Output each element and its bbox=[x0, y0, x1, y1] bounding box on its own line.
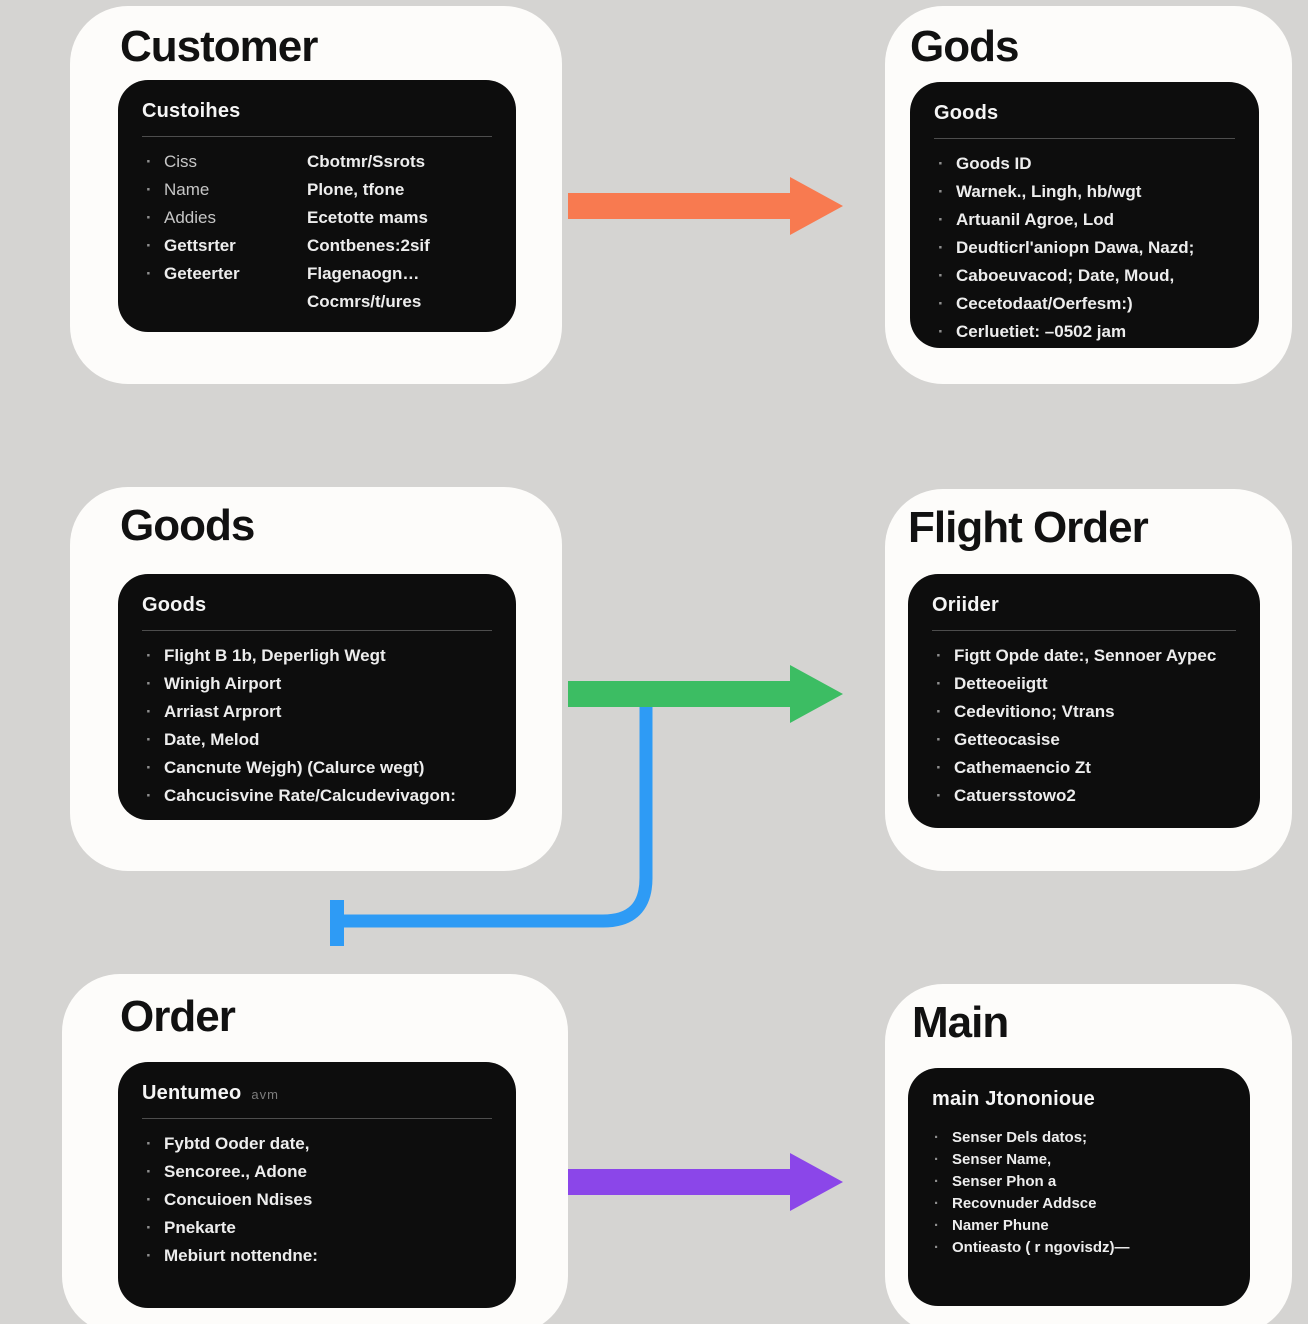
connector-endcap bbox=[330, 900, 344, 946]
entity-box-header-text: Oriider bbox=[932, 594, 999, 616]
entity-box-order: Uentumeo avm Fybtd Ooder date,Sencoree., … bbox=[118, 1062, 516, 1308]
field-item: Flagenaogn… bbox=[307, 264, 420, 283]
field-item: Name bbox=[142, 176, 307, 204]
field-item: Senser Dels datos; bbox=[932, 1127, 1226, 1149]
field-item: Concuioen Ndises bbox=[142, 1186, 492, 1214]
card-title: Order bbox=[120, 992, 236, 1041]
field-item: Ciss bbox=[142, 148, 307, 176]
field-item: Gettsrter bbox=[142, 232, 307, 260]
entity-box-gods: Goods Goods IDWarnek., Lingh, hb/wgtArtu… bbox=[910, 82, 1259, 348]
card-main: Main main Jtononioue Senser Dels datos;S… bbox=[885, 984, 1292, 1324]
field-item: Cerluetiet: –0502 jam bbox=[934, 318, 1235, 346]
entity-box-goods: Goods Flight B 1b, Deperligh WegtWinigh … bbox=[118, 574, 516, 820]
entity-box-header-text: Custoihes bbox=[142, 100, 241, 122]
entity-box-header: Goods bbox=[142, 594, 492, 617]
field-item: Sencoree., Adone bbox=[142, 1158, 492, 1186]
field-item: Cancnute Wejgh) (Calurce wegt) bbox=[142, 754, 492, 782]
entity-box-customer: Custoihes CissNameAddiesGettsrterGeteert… bbox=[118, 80, 516, 332]
field-item: Cocmrs/t/ures bbox=[307, 292, 422, 311]
field-item: Cathemaencio Zt bbox=[932, 754, 1236, 782]
field-item: Cbotmr/Ssrots bbox=[307, 152, 426, 171]
entity-box-header: Custoihes bbox=[142, 100, 492, 123]
field-list: Senser Dels datos;Senser Name,Senser Pho… bbox=[932, 1127, 1226, 1259]
arrow-goods-to-flight-order bbox=[568, 665, 843, 723]
card-title: Customer bbox=[120, 22, 318, 71]
field-item: Cecetodaat/Oerfesm:) bbox=[934, 290, 1235, 318]
field-item: Flight B 1b, Deperligh Wegt bbox=[142, 642, 492, 670]
field-item: Goods ID bbox=[934, 150, 1235, 178]
field-item: Addies bbox=[142, 204, 307, 232]
field-item: Winigh Airport bbox=[142, 670, 492, 698]
card-gods: Gods Goods Goods IDWarnek., Lingh, hb/wg… bbox=[885, 6, 1292, 384]
field-item: Getteocasise bbox=[932, 726, 1236, 754]
field-list-left: CissNameAddiesGettsrterGeteerter bbox=[142, 148, 307, 316]
card-title: Gods bbox=[910, 22, 1019, 71]
entity-box-header-text: Uentumeo bbox=[142, 1082, 242, 1104]
entity-box-header-suffix: avm bbox=[251, 1087, 279, 1102]
field-item: Senser Phon a bbox=[932, 1171, 1226, 1193]
field-item: Catuersstowo2 bbox=[932, 782, 1236, 810]
field-item: Senser Name, bbox=[932, 1149, 1226, 1171]
field-list: Fybtd Ooder date,Sencoree., AdoneConcuio… bbox=[142, 1130, 492, 1270]
divider bbox=[142, 136, 492, 137]
entity-box-main: main Jtononioue Senser Dels datos;Senser… bbox=[908, 1068, 1250, 1306]
field-item: Recovnuder Addsce bbox=[932, 1193, 1226, 1215]
field-item: Contbenes:2sif bbox=[307, 236, 430, 255]
entity-box-header: main Jtononioue bbox=[932, 1088, 1226, 1111]
field-list: Goods IDWarnek., Lingh, hb/wgtArtuanil A… bbox=[934, 150, 1235, 346]
entity-box-flight-order: Oriider Figtt Opde date:, Sennoer AypecD… bbox=[908, 574, 1260, 828]
card-order: Order Uentumeo avm Fybtd Ooder date,Senco… bbox=[62, 974, 568, 1324]
entity-box-header: Oriider bbox=[932, 594, 1236, 617]
field-item: Mebiurt nottendne: bbox=[142, 1242, 492, 1270]
field-item: Geteerter bbox=[142, 260, 307, 288]
divider bbox=[932, 630, 1236, 631]
field-item: Figtt Opde date:, Sennoer Aypec bbox=[932, 642, 1236, 670]
field-item: Arriast Arprort bbox=[142, 698, 492, 726]
card-title: Main bbox=[912, 998, 1009, 1047]
field-item: Artuanil Agroe, Lod bbox=[934, 206, 1235, 234]
field-item: Ontieasto ( r ngovisdz)— bbox=[932, 1237, 1226, 1259]
field-item: Caboeuvacod; Date, Moud, bbox=[934, 262, 1235, 290]
divider bbox=[142, 630, 492, 631]
field-item: Cahcucisvine Rate/Calcudevivagon: bbox=[142, 782, 492, 810]
field-list: Figtt Opde date:, Sennoer AypecDetteoeii… bbox=[932, 642, 1236, 810]
field-item: Fybtd Ooder date, bbox=[142, 1130, 492, 1158]
card-goods: Goods Goods Flight B 1b, Deperligh WegtW… bbox=[70, 487, 562, 871]
field-columns: CissNameAddiesGettsrterGeteerter Cbotmr/… bbox=[142, 137, 492, 316]
divider bbox=[934, 138, 1235, 139]
field-item: Date, Melod bbox=[142, 726, 492, 754]
field-item: Deudticrl'aniopn Dawa, Nazd; bbox=[934, 234, 1235, 262]
arrow-order-to-main bbox=[568, 1153, 843, 1211]
field-item: Warnek., Lingh, hb/wgt bbox=[934, 178, 1235, 206]
field-item: Plone, tfone bbox=[307, 180, 405, 199]
card-flight-order: Flight Order Oriider Figtt Opde date:, S… bbox=[885, 489, 1292, 871]
arrow-customer-to-gods bbox=[568, 177, 843, 235]
entity-box-header: Goods bbox=[934, 102, 1235, 125]
card-title: Goods bbox=[120, 501, 255, 550]
field-item: Detteoeiigtt bbox=[932, 670, 1236, 698]
entity-box-header: Uentumeo avm bbox=[142, 1082, 492, 1105]
entity-box-header-text: Goods bbox=[934, 102, 999, 124]
card-customer: Customer Custoihes CissNameAddiesGettsrt… bbox=[70, 6, 562, 384]
field-item: Cedevitiono; Vtrans bbox=[932, 698, 1236, 726]
field-item: Ecetotte mams bbox=[307, 208, 428, 227]
card-title: Flight Order bbox=[908, 503, 1149, 552]
divider bbox=[142, 1118, 492, 1119]
field-item: Pnekarte bbox=[142, 1214, 492, 1242]
entity-box-header-text: main Jtononioue bbox=[932, 1088, 1095, 1110]
entity-box-header-text: Goods bbox=[142, 594, 207, 616]
field-list: Flight B 1b, Deperligh WegtWinigh Airpor… bbox=[142, 642, 492, 810]
field-item: Namer Phune bbox=[932, 1215, 1226, 1237]
